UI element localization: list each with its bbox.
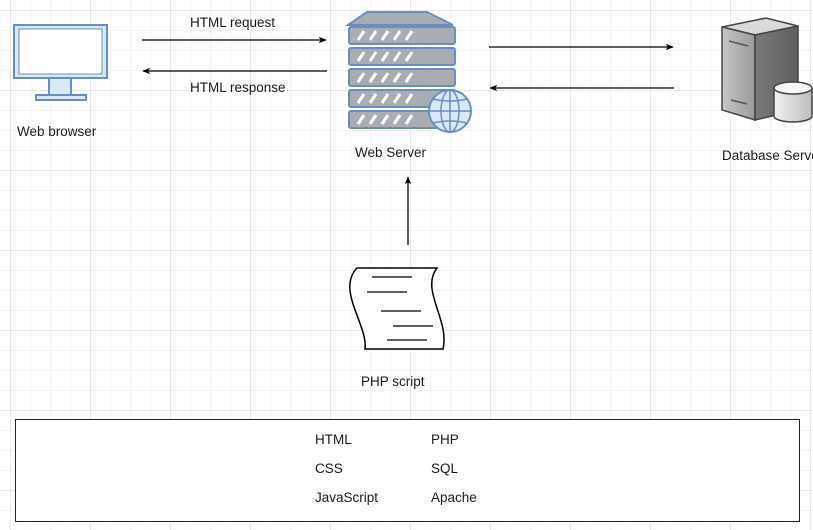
server-vent-slot (368, 72, 378, 83)
server-vent-slot (368, 114, 378, 125)
server-rack-unit (348, 68, 456, 87)
node-label-web-server: Web Server (355, 145, 427, 160)
technology-legend: HTML CSS JavaScript PHP SQL Apache (15, 419, 800, 522)
server-vent-slot (356, 30, 366, 41)
server-vent-slot (368, 30, 378, 41)
legend-item: HTML (315, 432, 352, 447)
server-rack-unit (348, 26, 456, 45)
legend-item: JavaScript (315, 490, 379, 505)
edge-label-request: HTML request (190, 15, 276, 30)
node-label-php-script: PHP script (361, 374, 425, 389)
edge-label-response: HTML response (190, 80, 286, 95)
server-rack-unit (348, 47, 456, 66)
server-vent-slot (404, 93, 414, 104)
server-vent-slot (380, 114, 390, 125)
server-icon[interactable] (344, 11, 472, 133)
server-vent-slot (380, 72, 390, 83)
legend-item: Apache (431, 490, 477, 505)
server-vent-slot (404, 51, 414, 62)
legend-item: PHP (431, 432, 459, 447)
server-vent-slot (356, 114, 366, 125)
server-vent-slot (356, 51, 366, 62)
server-vent-slot (368, 93, 378, 104)
server-vent-slot (404, 72, 414, 83)
server-vent-slot (356, 93, 366, 104)
server-vent-slot (356, 72, 366, 83)
server-vent-slot (380, 51, 390, 62)
node-label-database-server: Database Server (722, 148, 813, 163)
server-vent-slot (392, 93, 402, 104)
server-vent-slot (392, 51, 402, 62)
server-vent-slot (380, 30, 390, 41)
script-icon[interactable] (349, 267, 445, 350)
server-vent-slot (392, 114, 402, 125)
monitor-icon[interactable] (13, 24, 108, 101)
legend-item: CSS (315, 461, 343, 476)
server-vent-slot (392, 72, 402, 83)
node-label-web-browser: Web browser (17, 124, 97, 139)
database-server-icon[interactable] (721, 17, 813, 123)
server-vent-slot (404, 30, 414, 41)
server-vent-slot (404, 114, 414, 125)
server-vent-slot (392, 30, 402, 41)
server-vent-slot (368, 51, 378, 62)
legend-item: SQL (431, 461, 459, 476)
server-vent-slot (380, 93, 390, 104)
